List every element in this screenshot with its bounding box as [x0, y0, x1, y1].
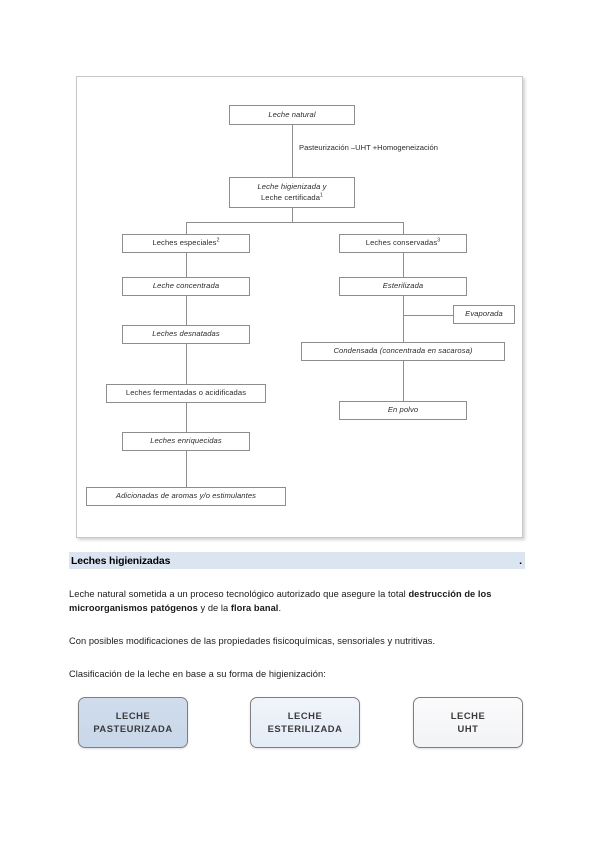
- node-label-line2: Leche certificada1: [260, 191, 324, 202]
- diagram-node-leches-conservadas: Leches conservadas3: [339, 234, 467, 253]
- paragraph-bold-flora-banal: flora banal: [230, 602, 279, 613]
- diagram-node-condensada: Condensada (concentrada en sacarosa): [301, 342, 505, 361]
- diagram-canvas: Leche natural Pasteurización –UHT +Homog…: [77, 77, 522, 537]
- node-label: Leches conservadas3: [365, 237, 441, 248]
- paragraph-modificaciones: Con posibles modificaciones de las propi…: [69, 635, 436, 646]
- connector-enriquecidas-to-adicionadas: [186, 451, 187, 487]
- node-label: Adicionadas de aromas y/o estimulantes: [115, 491, 257, 501]
- connector-natural-to-higienizada: [292, 125, 293, 177]
- node-label: Leche natural: [268, 109, 316, 119]
- connector-trunk-to-evaporada: [403, 315, 453, 316]
- diagram-edge-label-pasteurizacion: Pasteurización –UHT +Homogeneización: [299, 143, 438, 152]
- diagram-node-leches-especiales: Leches especiales2: [122, 234, 250, 253]
- section-heading-band: Leches higienizadas .: [69, 552, 525, 569]
- diagram-node-leche-concentrada: Leche concentrada: [122, 277, 250, 296]
- diagram-node-leche-natural: Leche natural: [229, 105, 355, 125]
- node-label: Leches desnatadas: [152, 329, 220, 339]
- connector-fermentadas-to-enriquecidas: [186, 403, 187, 432]
- paragraph-definition: Leche natural sometida a un proceso tecn…: [69, 588, 525, 616]
- node-label: Evaporada: [465, 309, 503, 319]
- milk-classification-diagram: Leche natural Pasteurización –UHT +Homog…: [76, 76, 523, 538]
- superscript-1: 1: [320, 191, 324, 198]
- diagram-node-leches-enriquecidas: Leches enriquecidas: [122, 432, 250, 451]
- diagram-node-adicionadas: Adicionadas de aromas y/o estimulantes: [86, 487, 286, 506]
- diagram-node-leches-fermentadas: Leches fermentadas o acidificadas: [106, 384, 266, 403]
- article-content: Leches higienizadas . Leche natural some…: [69, 552, 525, 682]
- diagram-node-en-polvo: En polvo: [339, 401, 467, 420]
- paragraph-run-1: Leche natural sometida a un proceso tecn…: [69, 589, 409, 599]
- connector-concentrada-to-desnatadas: [186, 296, 187, 325]
- diagram-node-evaporada: Evaporada: [453, 305, 515, 324]
- node-label: Leche concentrada: [152, 281, 220, 291]
- superscript-3: 3: [437, 237, 441, 244]
- paragraph-run-3: .: [278, 602, 282, 613]
- connector-especiales-to-concentrada: [186, 253, 187, 277]
- diagram-node-esterilizada: Esterilizada: [339, 277, 467, 296]
- node-label: En polvo: [387, 405, 419, 415]
- node-label: Esterilizada: [382, 281, 424, 291]
- diagram-node-leches-desnatadas: Leches desnatadas: [122, 325, 250, 344]
- node-label: Leches especiales2: [152, 237, 220, 248]
- node-label: Leches enriquecidas: [150, 436, 222, 446]
- connector-desnatadas-to-fermentadas: [186, 344, 187, 384]
- heading-trailing-dot: .: [519, 554, 522, 567]
- paragraph-run-2: y de la: [197, 602, 231, 613]
- superscript-2: 2: [216, 237, 220, 244]
- paragraph-bold-destruccion: destrucción de los microorganismos patóg…: [69, 589, 492, 613]
- node-label: Leches fermentadas o acidificadas: [125, 388, 247, 398]
- connector-conservadas-to-esterilizada: [403, 253, 404, 277]
- diagram-node-leche-higienizada: Leche higienizada y Leche certificada1: [229, 177, 355, 208]
- connector-to-especiales: [186, 222, 187, 234]
- node-label: Condensada (concentrada en sacarosa): [333, 346, 473, 356]
- connector-split-bar: [186, 222, 403, 223]
- connector-higienizada-stem: [292, 208, 293, 222]
- node-label-line1: Leche higienizada y: [257, 182, 327, 192]
- paragraph-clasificacion: Clasificación de la leche en base a su f…: [69, 668, 326, 679]
- connector-to-conservadas: [403, 222, 404, 234]
- page-title: Leches higienizadas: [71, 554, 171, 567]
